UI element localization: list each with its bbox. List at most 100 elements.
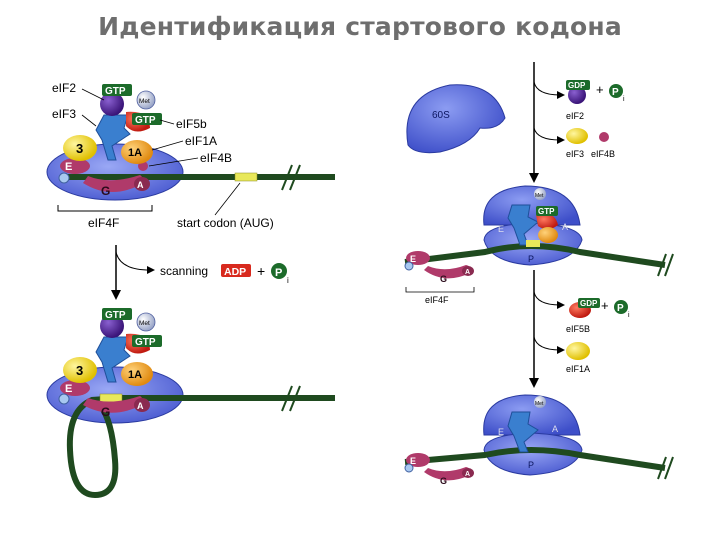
start-codon-box [526,240,540,247]
gtp-label-2: GTP [135,115,156,126]
mrna-break-mark [289,385,301,412]
a-label: A [137,180,144,190]
eif5b-leader [159,119,175,125]
small-subunit-80s-bottom [483,432,583,476]
mrna-break-mark [281,385,293,412]
eif4g-shape [424,265,471,279]
met-label: Met [139,320,150,327]
cap-icon [404,261,414,271]
r-eif4f-label: eIF4F [425,295,449,305]
mrna-break-mark [289,164,301,191]
phosphate-icon [609,84,623,98]
scanning-step: scanning ADP + P i [111,245,289,300]
release-branch-3 [533,291,561,306]
eif1a-leader [151,140,184,151]
eif1a-shape [538,227,558,243]
met-icon [136,312,156,332]
released-eif4b-label: eIF4B [591,149,615,159]
phosphate-sub: i [628,312,630,319]
release-branch-1-head [557,91,565,99]
gdp-label: GDP [568,81,586,90]
preinitiation-complex-bottom: E G A 3 1A GTP Met GTP [46,308,335,499]
release-branch-4 [533,336,561,351]
plus-sign: + [596,82,604,97]
mrna-break-mark [657,456,667,480]
mrna-break-mark [657,253,667,277]
eif4e-shape [406,453,430,467]
mrna-break-mark [664,456,674,480]
a-label: A [137,401,144,411]
gtp-badge [536,206,558,216]
e-label: E [65,383,72,395]
phosphate-sub: i [623,96,625,103]
page-title: Идентификация стартового кодона [98,12,622,41]
eif3-leader [81,114,97,127]
met-icon [534,396,546,408]
released-eif1a-label: eIF1A [566,364,590,374]
eif2-shape [100,92,124,116]
eif4a-shape [134,177,150,191]
gtp-label: GTP [105,310,126,321]
eif3-number: 3 [76,363,83,378]
met-icon [136,90,156,110]
eif1a-shape [121,140,153,164]
e-label: E [410,456,416,466]
gtp-label: GTP [105,86,126,97]
scanning-branch [115,251,151,271]
start-codon-label: start codon (AUG) [177,216,274,230]
eif5b-label: eIF5b [176,117,207,131]
eif5b-shape [536,213,558,230]
released-eif3-label: eIF3 [566,149,584,159]
eif1a-shape [121,362,153,386]
eif1a-label: eIF1A [185,134,217,148]
e-label: E [410,254,416,264]
eif4f-bracket [57,205,153,212]
eif3-shape [63,135,97,161]
met-label: Met [535,401,544,407]
eif2-label: eIF2 [52,81,76,95]
eif4e-shape [60,380,90,396]
eif4e-shape [406,251,430,265]
adp-label: ADP [224,266,246,278]
eif4g-shape [424,467,471,481]
released-eif4b-shape [599,132,609,142]
eif3-label: eIF3 [52,107,76,121]
e-site-label: E [498,427,504,437]
eif4f-bracket [405,287,475,293]
mrna-break-mark [664,253,674,277]
plus-sign: + [601,298,609,313]
eif4f-label: eIF4F [88,216,119,230]
eif4e-shape [60,158,90,174]
phosphate-sub: i [287,276,289,285]
g-label: G [101,405,110,419]
a-site-label: A [562,222,568,232]
met-label: Met [139,98,150,105]
mrna-loop [66,395,121,499]
released-eif2-label: eIF2 [566,111,584,121]
gtp-label-2: GTP [135,337,156,348]
release-branch-4-head [557,346,565,354]
scanning-arrow-head [111,290,121,300]
joining-arrow-head [529,173,539,183]
released-eif5b-label: eIF5B [566,324,590,334]
adp-badge [221,264,251,277]
phosphate-icon [271,263,287,279]
gdp-badge [578,298,600,308]
eif4g-shape [83,396,143,413]
phosphate-label: P [275,267,282,279]
release-arrow-head [529,378,539,388]
eif4a-shape [134,398,150,412]
eif3-shape [63,357,97,383]
initiator-trna [507,204,539,246]
initiator-trna [507,411,539,453]
eif2-leader [81,88,105,101]
met-icon [534,188,546,200]
phosphate-label: P [617,303,624,314]
p-site-label: P [528,460,534,470]
release-branch-3-head [557,301,565,309]
cap-icon [58,393,70,405]
start-codon-box [99,393,123,403]
gtp-badge-2 [132,113,162,125]
p-site-label: P [528,254,534,264]
